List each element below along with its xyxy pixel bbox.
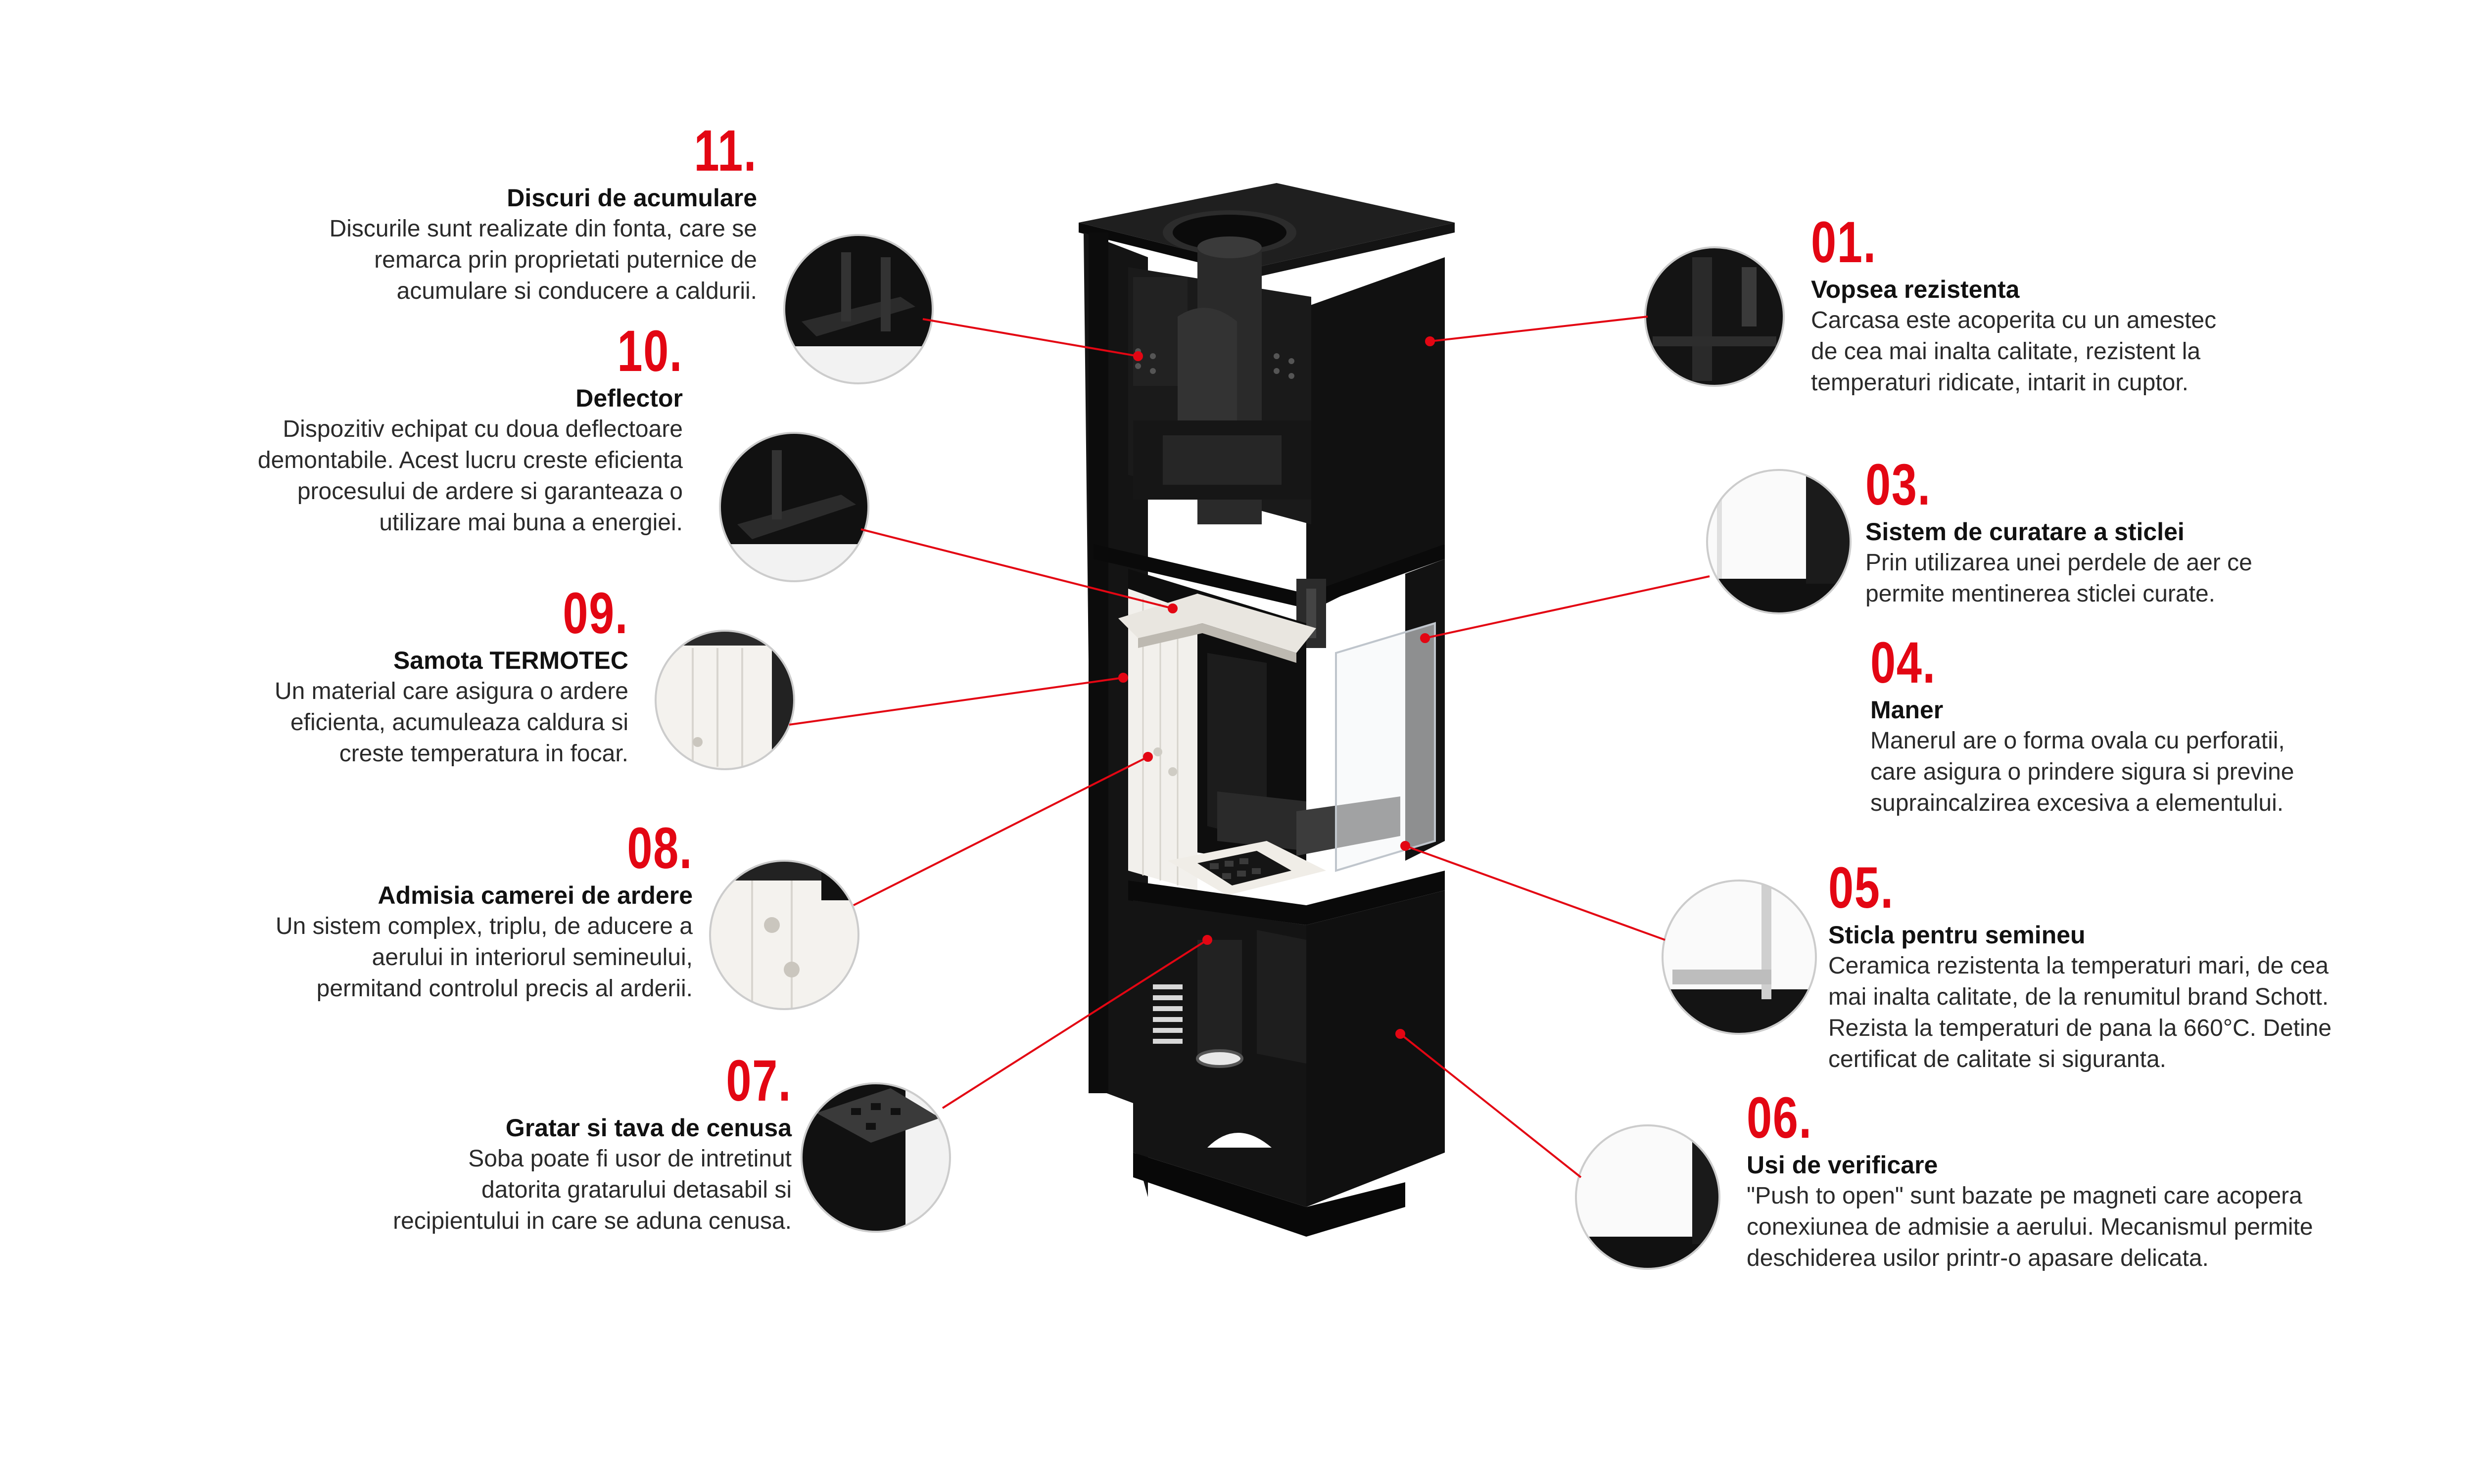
callout-07: 07. Gratar si tava de cenusa Soba poate … — [267, 1051, 792, 1237]
callout-line: conexiunea de admisie a aerului. Mecanis… — [1747, 1214, 2313, 1240]
leader-line-06 — [1395, 1029, 1582, 1178]
callout-line: Discurile sunt realizate din fonta, care… — [329, 216, 757, 242]
inset-doors — [1575, 1124, 1720, 1270]
callout-line: care asigura o prindere sigura si previn… — [1870, 759, 2294, 785]
callout-line: Manerul are o forma ovala cu perforatii, — [1870, 728, 2285, 754]
callout-line: Dispozitiv echipat cu doua deflectoare — [283, 416, 683, 442]
callout-line: procesului de ardere si garanteaza o — [297, 478, 683, 505]
callout-line: Ceramica rezistenta la temperaturi mari,… — [1828, 953, 2329, 979]
callout-line: Rezista la temperaturi de pana la 660°C.… — [1828, 1015, 2332, 1041]
callout-title: Sticla pentru semineu — [1828, 921, 2086, 949]
callout-line: remarca prin proprietati puternice de — [374, 247, 757, 273]
stove-body — [1079, 183, 1455, 1237]
callout-number: 09. — [563, 581, 628, 646]
leader-line-10 — [860, 528, 1178, 613]
inset-glass — [1662, 880, 1817, 1035]
callout-number: 05. — [1828, 855, 1894, 921]
callout-line: certificat de calitate si siguranta. — [1828, 1046, 2166, 1072]
callout-line: creste temperatura in focar. — [339, 741, 628, 767]
callout-03: 03. Sistem de curatare a sticlei Prin ut… — [1865, 455, 2390, 609]
callout-line: Un sistem complex, triplu, de aducere a — [275, 913, 693, 939]
callout-line: eficienta, acumuleaza caldura si — [290, 709, 628, 736]
callout-line: acumulare si conducere a caldurii. — [396, 278, 757, 304]
inset-glass-cleaning — [1706, 469, 1852, 614]
leader-line-09 — [789, 673, 1128, 726]
callout-line: permitand controlul precis al arderii. — [316, 975, 693, 1002]
leader-line-07 — [942, 935, 1212, 1109]
callout-number: 08. — [627, 816, 693, 881]
callout-title: Usi de verificare — [1747, 1151, 1938, 1179]
callout-number: 10. — [617, 319, 683, 384]
callout-11: 11. Discuri de acumulare Discurile sunt … — [233, 121, 757, 307]
callout-line: Carcasa este acoperita cu un amestec — [1811, 307, 2217, 333]
callout-09: 09. Samota TERMOTEC Un material care asi… — [104, 584, 628, 769]
callout-line: demontabile. Acest lucru creste eficient… — [257, 447, 683, 473]
callout-title: Samota TERMOTEC — [393, 647, 628, 674]
callout-title: Maner — [1870, 696, 1944, 724]
callout-number: 03. — [1865, 452, 1931, 517]
callout-06: 06. Usi de verificare "Push to open" sun… — [1747, 1088, 2390, 1274]
leader-line-05 — [1400, 841, 1665, 941]
callout-title: Sistem de curatare a sticlei — [1865, 518, 2185, 546]
leader-line-08 — [853, 752, 1153, 906]
inset-paint — [1644, 246, 1785, 387]
callout-line: de cea mai inalta calitate, rezistent la — [1811, 338, 2201, 365]
callout-line: supraincalzirea excesiva a elementului. — [1870, 790, 2284, 816]
callout-08: 08. Admisia camerei de ardere Un sistem … — [168, 819, 693, 1004]
leader-line-11 — [922, 318, 1143, 361]
callout-line: aerului in interiorul semineului, — [372, 944, 693, 971]
callout-title: Discuri de acumulare — [507, 184, 757, 212]
callout-line: deschiderea usilor printr-o apasare deli… — [1747, 1245, 2209, 1271]
inset-firebrick — [655, 630, 795, 770]
leader-line-01 — [1425, 316, 1648, 346]
callout-line: Prin utilizarea unei perdele de aer ce — [1865, 550, 2252, 576]
callout-number: 06. — [1747, 1085, 1812, 1151]
callout-01: 01. Vopsea rezistenta Carcasa este acope… — [1811, 213, 2335, 398]
callout-title: Vopsea rezistenta — [1811, 276, 2020, 303]
callout-number: 11. — [694, 118, 757, 184]
leader-line-03 — [1420, 575, 1710, 643]
callout-title: Admisia camerei de ardere — [378, 881, 693, 909]
callout-line: "Push to open" sunt bazate pe magneti ca… — [1747, 1183, 2302, 1209]
callout-title: Gratar si tava de cenusa — [505, 1114, 792, 1142]
callout-line: recipientului in care se aduna cenusa. — [393, 1208, 792, 1234]
callout-line: Soba poate fi usor de intretinut — [468, 1146, 792, 1172]
callout-line: Un material care asigura o ardere — [274, 678, 628, 704]
callout-05: 05. Sticla pentru semineu Ceramica rezis… — [1828, 858, 2422, 1075]
callout-number: 01. — [1811, 210, 1877, 275]
callout-line: permite mentinerea sticlei curate. — [1865, 581, 2215, 607]
callout-line: datorita gratarului detasabil si — [481, 1177, 792, 1203]
callout-10: 10. Deflector Dispozitiv echipat cu doua… — [158, 322, 683, 538]
callout-number: 07. — [726, 1048, 792, 1113]
callout-line: mai inalta calitate, de la renumitul bra… — [1828, 984, 2329, 1010]
callout-line: temperaturi ridicate, intarit in cuptor. — [1811, 370, 2189, 396]
callout-04: 04. Maner Manerul are o forma ovala cu p… — [1870, 633, 2395, 819]
callout-line: utilizare mai buna a energiei. — [379, 510, 683, 536]
inset-storage-disks — [783, 234, 934, 384]
callout-title: Deflector — [575, 384, 683, 412]
inset-deflector — [719, 432, 869, 582]
inset-air-intake — [709, 860, 859, 1010]
inset-grate — [801, 1082, 951, 1233]
callout-number: 04. — [1870, 630, 1936, 696]
